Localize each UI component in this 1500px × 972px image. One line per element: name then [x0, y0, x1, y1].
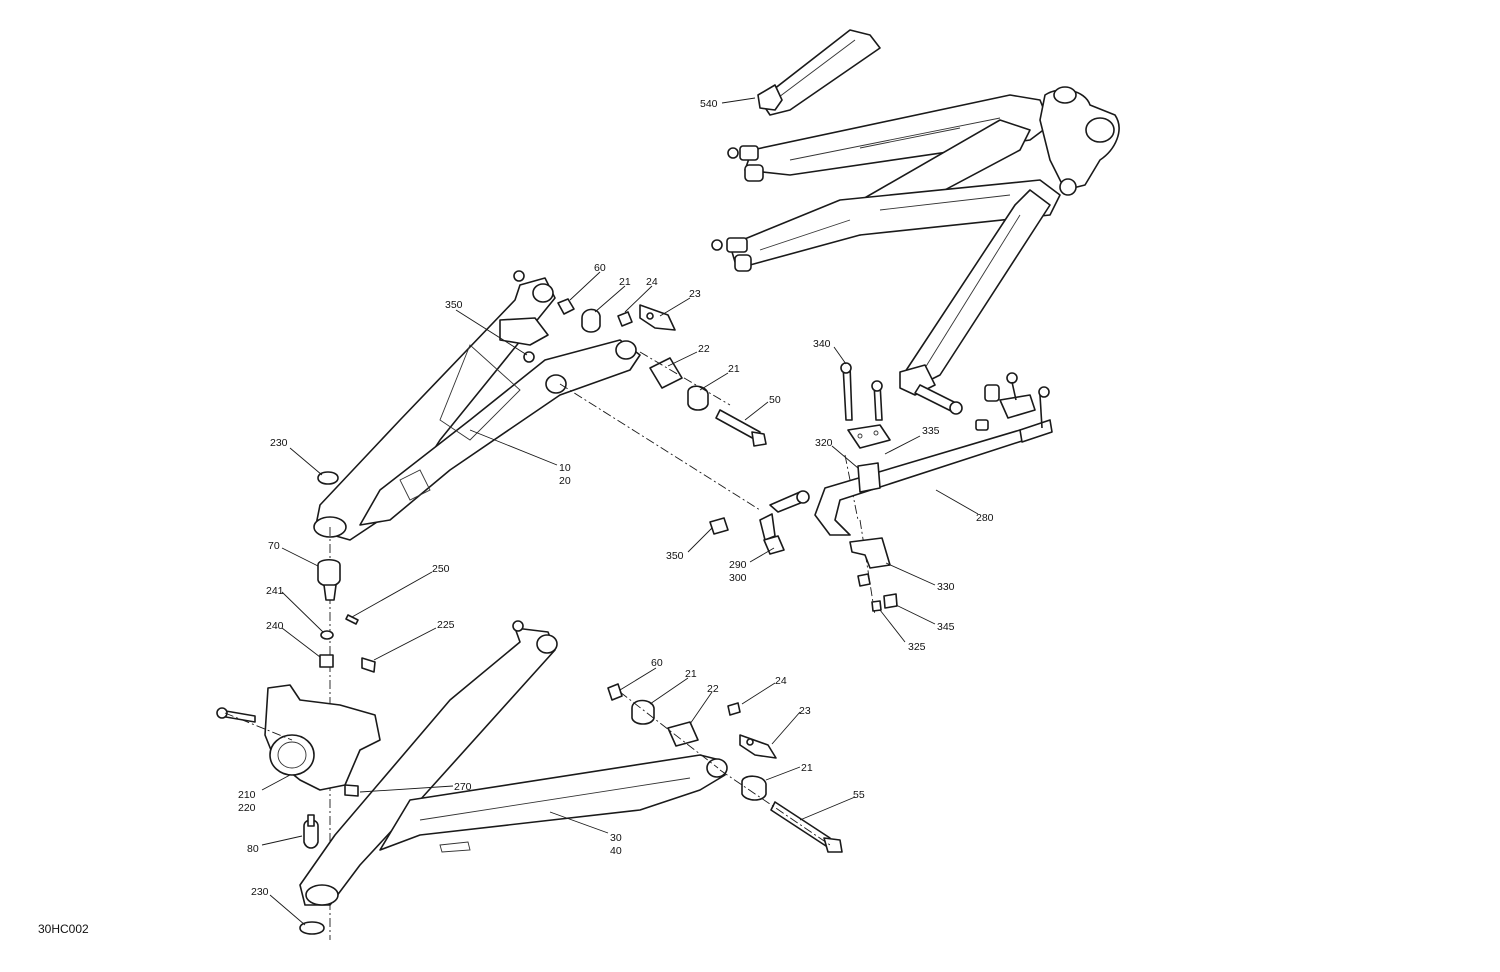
callout-350: 350	[445, 299, 463, 311]
callout-labels: 540 60 21 24 23 350 22 21 50 230 10 20 7…	[238, 98, 994, 898]
callout-225: 225	[437, 619, 455, 631]
callout-350: 350	[666, 550, 684, 562]
callout-21: 21	[801, 762, 813, 774]
steering-knuckle	[216, 684, 381, 849]
callout-540: 540	[700, 98, 718, 110]
sway-bar	[814, 372, 1053, 536]
callout-220: 220	[238, 802, 256, 814]
sway-bar-link	[709, 490, 810, 555]
callout-270: 270	[454, 781, 472, 793]
lower-hardware	[224, 683, 843, 935]
callout-30: 30	[610, 832, 622, 844]
upper-hardware	[317, 298, 767, 485]
callout-250: 250	[432, 563, 450, 575]
callout-22: 22	[707, 683, 719, 695]
callout-325: 325	[908, 641, 926, 653]
cross-brace	[757, 29, 881, 116]
sway-bar-bushing-bracket	[840, 362, 898, 612]
callout-60: 60	[651, 657, 663, 669]
callout-290: 290	[729, 559, 747, 571]
callout-335: 335	[922, 425, 940, 437]
callout-10: 10	[559, 462, 571, 474]
callout-80: 80	[247, 843, 259, 855]
callout-21: 21	[619, 276, 631, 288]
callout-23: 23	[799, 705, 811, 717]
callout-40: 40	[610, 845, 622, 857]
callout-23: 23	[689, 288, 701, 300]
upper-a-arm	[313, 270, 641, 541]
callout-241: 241	[266, 585, 284, 597]
callout-230: 230	[251, 886, 269, 898]
diagram-reference-code: 30HC002	[38, 922, 89, 936]
callout-24: 24	[775, 675, 787, 687]
callout-340: 340	[813, 338, 831, 350]
callout-55: 55	[853, 789, 865, 801]
callout-20: 20	[559, 475, 571, 487]
callout-230: 230	[270, 437, 288, 449]
lower-a-arm	[299, 620, 728, 906]
callout-21: 21	[728, 363, 740, 375]
callout-60: 60	[594, 262, 606, 274]
callout-22: 22	[698, 343, 710, 355]
callout-21: 21	[685, 668, 697, 680]
callout-320: 320	[815, 437, 833, 449]
callout-24: 24	[646, 276, 658, 288]
callout-280: 280	[976, 512, 994, 524]
assembled-upper-arm	[727, 86, 1120, 236]
callout-50: 50	[769, 394, 781, 406]
callout-330: 330	[937, 581, 955, 593]
callout-300: 300	[729, 572, 747, 584]
callout-345: 345	[937, 621, 955, 633]
ball-joint-upper	[317, 558, 376, 673]
callout-leaders	[261, 97, 979, 926]
assembled-lower-arm	[711, 179, 1061, 415]
callout-240: 240	[266, 620, 284, 632]
callout-210: 210	[238, 789, 256, 801]
callout-70: 70	[268, 540, 280, 552]
